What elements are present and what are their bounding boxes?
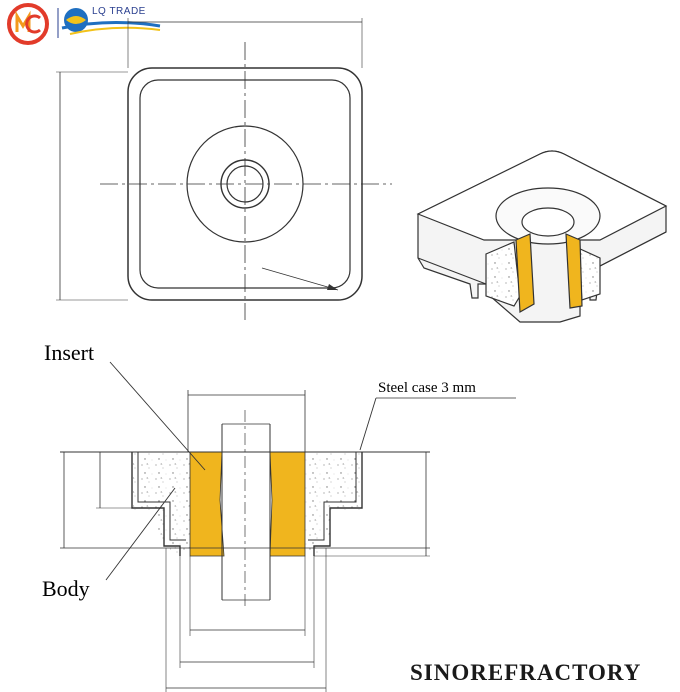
logo-c-mark [25, 14, 41, 34]
company-logo [7, 3, 161, 45]
logo-brand-text: LQ TRADE [92, 6, 146, 17]
body-label: Body [42, 576, 90, 601]
top-view [56, 18, 392, 320]
section-body-right [305, 452, 360, 556]
logo-m-mark [15, 10, 31, 32]
cutaway-body-left [485, 241, 521, 307]
cutaway-insert-right [565, 233, 583, 309]
steel-case-label: Steel case 3 mm [378, 380, 476, 396]
insert-leader [109, 361, 206, 471]
section-insert-right [269, 451, 306, 557]
cross-section-view [60, 361, 516, 692]
cutaway-3d-view [416, 150, 668, 323]
footer-watermark: SINOREFRACTORY [410, 660, 642, 685]
radius-leader [261, 267, 339, 291]
insert-label: Insert [44, 340, 95, 365]
steel-case-leader [359, 397, 377, 451]
body-leader [105, 487, 176, 581]
cutaway-insert-left [515, 233, 535, 314]
section-body-left [133, 452, 190, 556]
logo-ring [7, 3, 49, 45]
logo-swoosh [61, 20, 161, 30]
section-insert-left [189, 451, 225, 557]
